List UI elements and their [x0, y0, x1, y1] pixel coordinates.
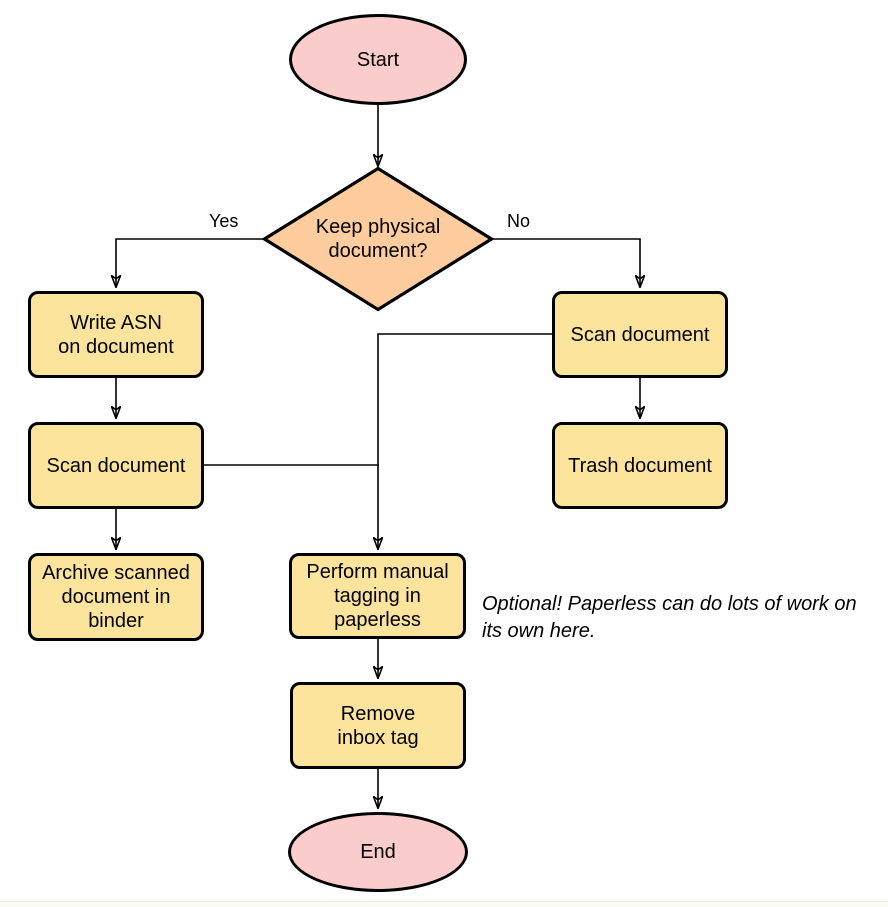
node-scan-document-left: Scan document [28, 422, 204, 509]
node-archive-label: Archive scanned document in binder [42, 562, 190, 632]
node-trash-label: Trash document [568, 454, 712, 477]
node-end: End [288, 812, 468, 892]
edge-decision-no-to-scan-right [491, 238, 640, 287]
node-remove-inbox-label: Remove inbox tag [337, 702, 419, 749]
diamond-shape [262, 166, 494, 312]
edge-decision-yes-to-write-asn [116, 238, 265, 287]
node-remove-inbox-tag: Remove inbox tag [290, 682, 466, 769]
node-start-label: Start [356, 48, 400, 71]
node-write-asn-label: Write ASN on document [58, 311, 174, 358]
node-end-label: End [360, 841, 396, 863]
edge-scan-right-to-tagging [378, 333, 552, 549]
optional-note: Optional! Paperless can do lots of work … [482, 593, 857, 642]
node-decision-label: Keep physical document? [315, 216, 441, 262]
node-scan-left-label: Scan document [46, 454, 186, 477]
node-tagging-label: Perform manual tagging in paperless [306, 561, 449, 631]
node-scan-right-label: Scan document [570, 323, 710, 346]
edge-label-no: No [507, 211, 531, 231]
node-start: Start [289, 14, 467, 105]
node-perform-manual-tagging: Perform manual tagging in paperless [289, 553, 466, 639]
node-write-asn-on-document: Write ASN on document [28, 291, 204, 378]
edge-label-yes: Yes [209, 211, 239, 231]
node-scan-document-right: Scan document [552, 291, 728, 378]
page-bottom-edge [0, 901, 888, 907]
node-keep-physical-document: Keep physical document? [262, 166, 494, 312]
node-archive-scanned-document: Archive scanned document in binder [28, 553, 204, 641]
node-trash-document: Trash document [552, 422, 728, 509]
